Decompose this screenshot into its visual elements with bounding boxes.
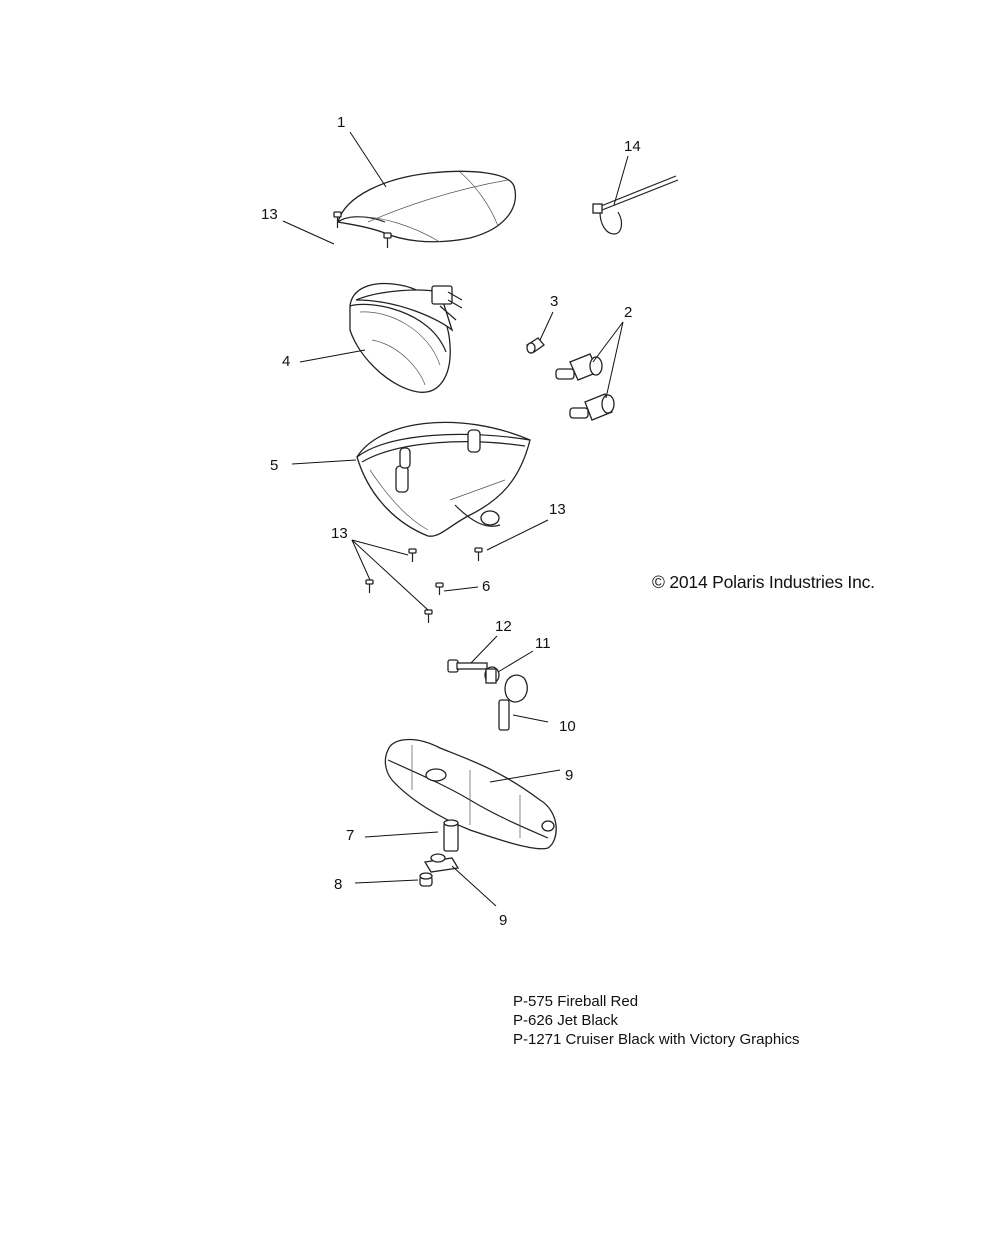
callout-9-upper: 9 (565, 767, 573, 784)
callout-8: 8 (334, 876, 342, 893)
part-10-mount-arm (498, 674, 528, 731)
part-6-screw (435, 582, 444, 595)
part-11-spacer (484, 666, 500, 684)
part-12-bolt (447, 659, 488, 673)
callout-2: 2 (624, 304, 632, 321)
callout-13-right: 13 (549, 501, 566, 518)
part-13-screw-d (474, 547, 483, 561)
part-9-bushing-lower (423, 853, 460, 873)
callout-labels: 1 14 13 3 2 4 5 13 13 6 12 11 10 9 7 8 9 (261, 114, 641, 929)
callout-3: 3 (550, 293, 558, 310)
callout-12: 12 (495, 618, 512, 635)
part-5-housing (356, 421, 531, 537)
part-2-bulb-socket-upper (555, 353, 603, 381)
part-1-headlight-visor (337, 170, 517, 243)
paint-code-item: P-626 Jet Black (513, 1012, 619, 1029)
paint-code-legend: P-575 Fireball Red P-626 Jet Black P-127… (513, 992, 800, 1049)
callout-4: 4 (282, 353, 290, 370)
callout-7: 7 (346, 827, 354, 844)
paint-code-item: P-1271 Cruiser Black with Victory Graphi… (513, 1031, 800, 1048)
callout-13-top: 13 (261, 206, 278, 223)
callout-10: 10 (559, 718, 576, 735)
callout-9-lower: 9 (499, 912, 507, 929)
part-13-screw-e (365, 579, 374, 593)
part-3-bulb (525, 337, 545, 354)
copyright-notice: © 2014 Polaris Industries Inc. (652, 572, 875, 592)
part-8-nut (419, 872, 433, 887)
callout-11: 11 (535, 635, 551, 652)
part-2-bulb-socket-lower (569, 393, 615, 421)
callout-1: 1 (337, 114, 345, 131)
part-13-screw-a (333, 211, 342, 228)
callout-14: 14 (624, 138, 641, 155)
part-13-screw-b (383, 232, 392, 248)
callout-6: 6 (482, 578, 490, 595)
callout-13-left: 13 (331, 525, 348, 542)
triple-clamp (384, 738, 557, 850)
paint-code-item: P-575 Fireball Red (513, 993, 639, 1010)
part-13-screw-c (408, 548, 417, 562)
part-7-sleeve (443, 819, 459, 852)
part-13-screw-f (424, 609, 433, 623)
part-14-cable-tie (592, 175, 679, 235)
part-4-headlamp (349, 282, 463, 393)
leader-lines (282, 131, 629, 907)
callout-5: 5 (270, 457, 278, 474)
